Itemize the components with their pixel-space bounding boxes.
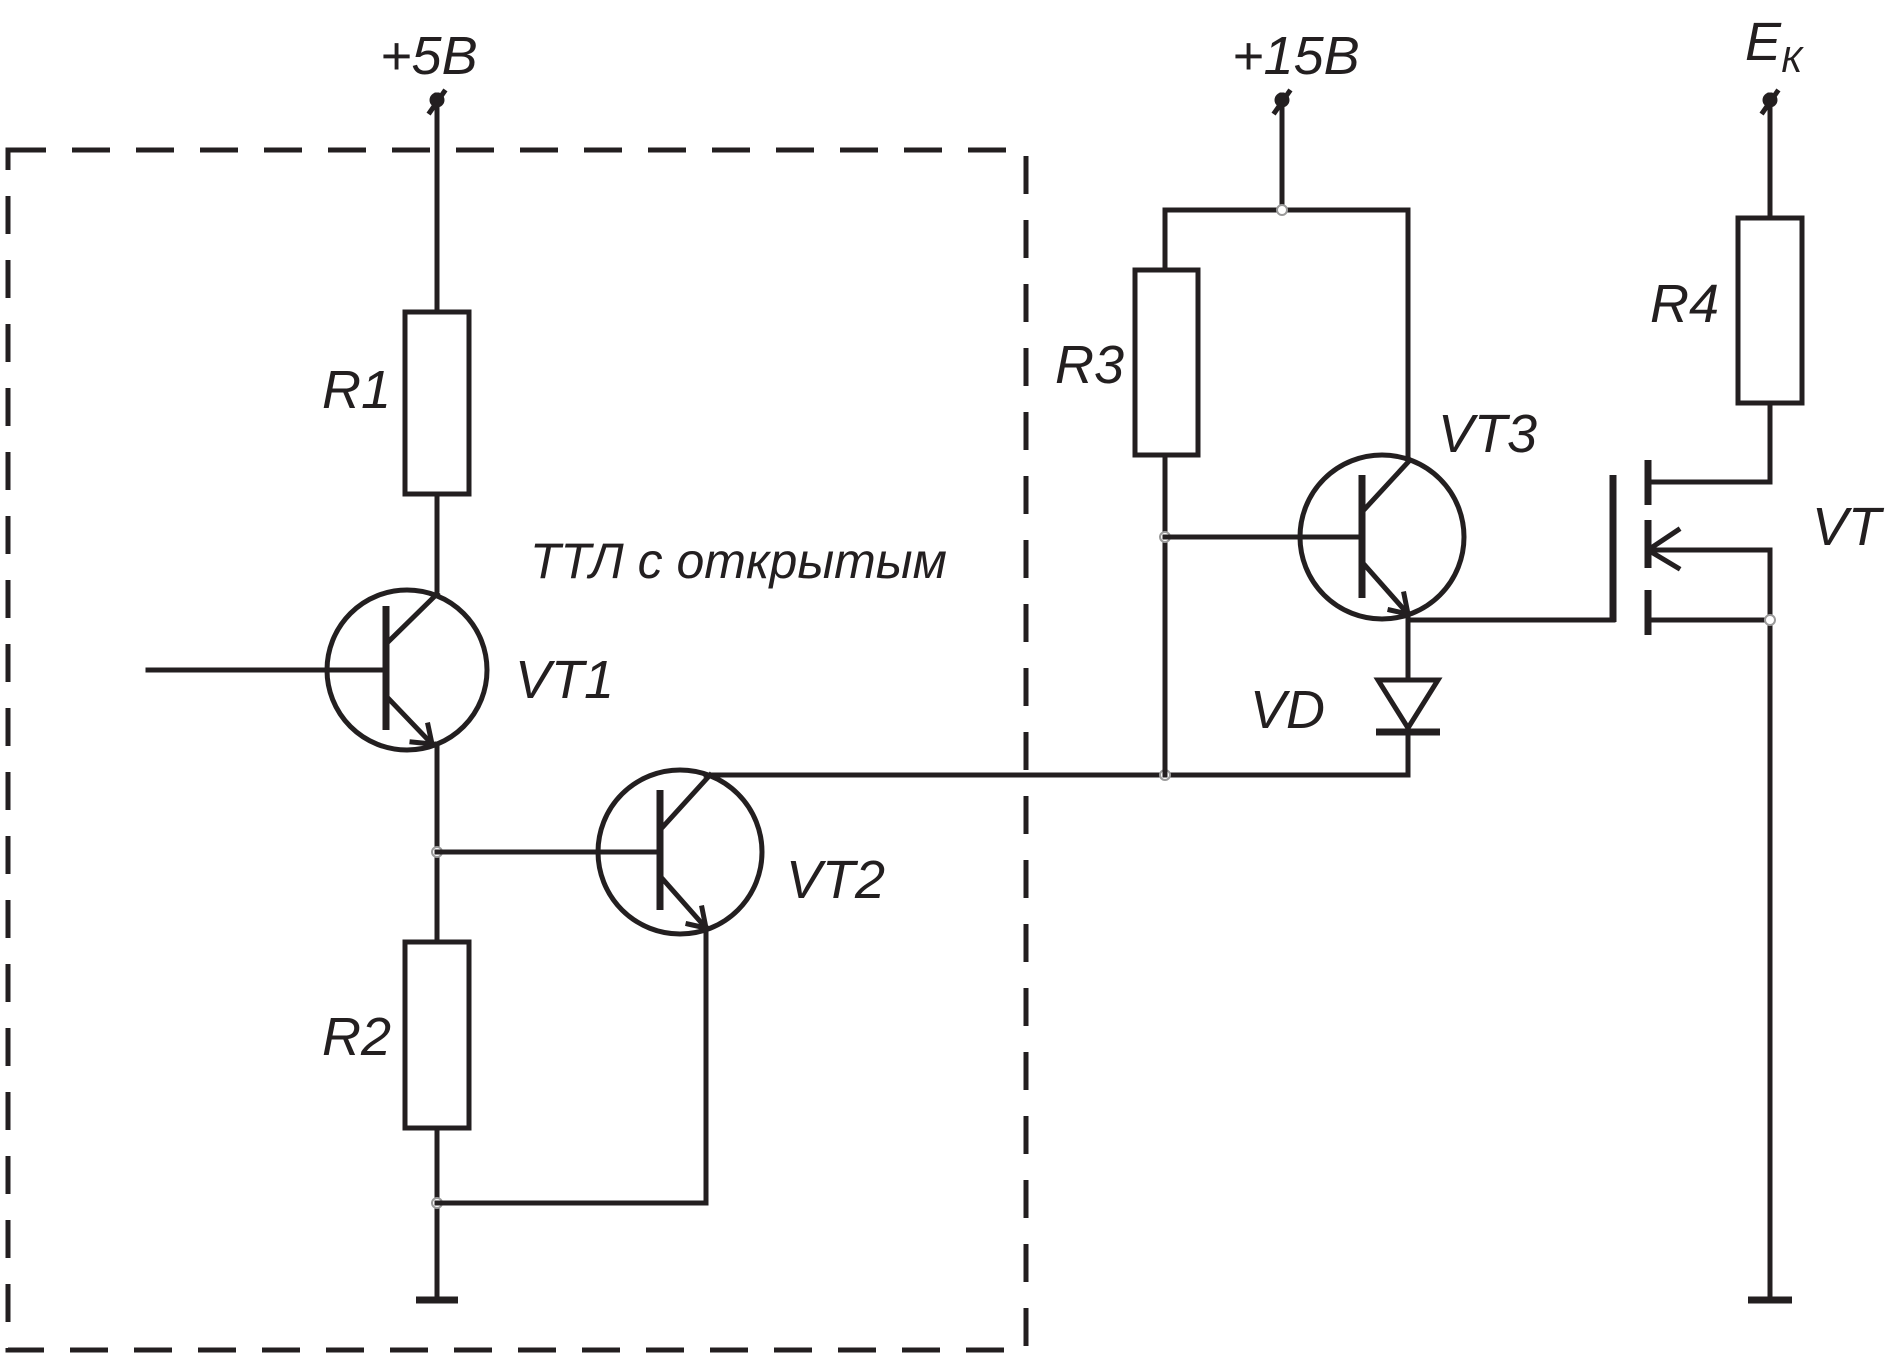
transistor-vt1 — [145, 587, 490, 753]
supply-5v-terminal — [426, 88, 448, 315]
node-15v-bus — [1276, 204, 1288, 216]
resistor-r3-label: R3 — [1055, 335, 1124, 395]
ttl-output-wire — [703, 742, 1411, 778]
resistor-r4 — [1735, 215, 1805, 406]
ttl-block-boundary — [5, 147, 1029, 1353]
diode-vd — [1373, 677, 1443, 736]
node-mosfet-source — [1764, 614, 1776, 626]
diode-vd-label: VD — [1250, 680, 1325, 740]
supply-5v-label: +5В — [380, 26, 478, 86]
resistor-r1 — [402, 309, 472, 497]
resistor-r3 — [1132, 267, 1201, 458]
transistor-vt1-label: VT1 — [515, 650, 614, 710]
supply-ek-terminal — [1759, 88, 1781, 221]
resistor-r2 — [402, 939, 472, 1131]
resistor-r4-label: R4 — [1650, 274, 1719, 334]
transistor-vt2-label: VT2 — [786, 850, 885, 910]
mosfet-vt — [1609, 460, 1773, 1303]
resistor-r1-label: R1 — [322, 360, 391, 420]
supply-15v-label: +15В — [1232, 26, 1360, 86]
mosfet-vt-label: VT — [1812, 497, 1885, 557]
ttl-block-label: ТТЛ с открытым — [530, 533, 947, 589]
supply-ek-label: EК — [1745, 12, 1804, 80]
transistor-vt3-label: VT3 — [1438, 404, 1537, 464]
transistor-vt3 — [1162, 452, 1467, 622]
supply-15v-terminal — [1271, 88, 1293, 213]
resistor-r2-label: R2 — [322, 1007, 391, 1067]
transistor-vt2 — [434, 767, 765, 1206]
